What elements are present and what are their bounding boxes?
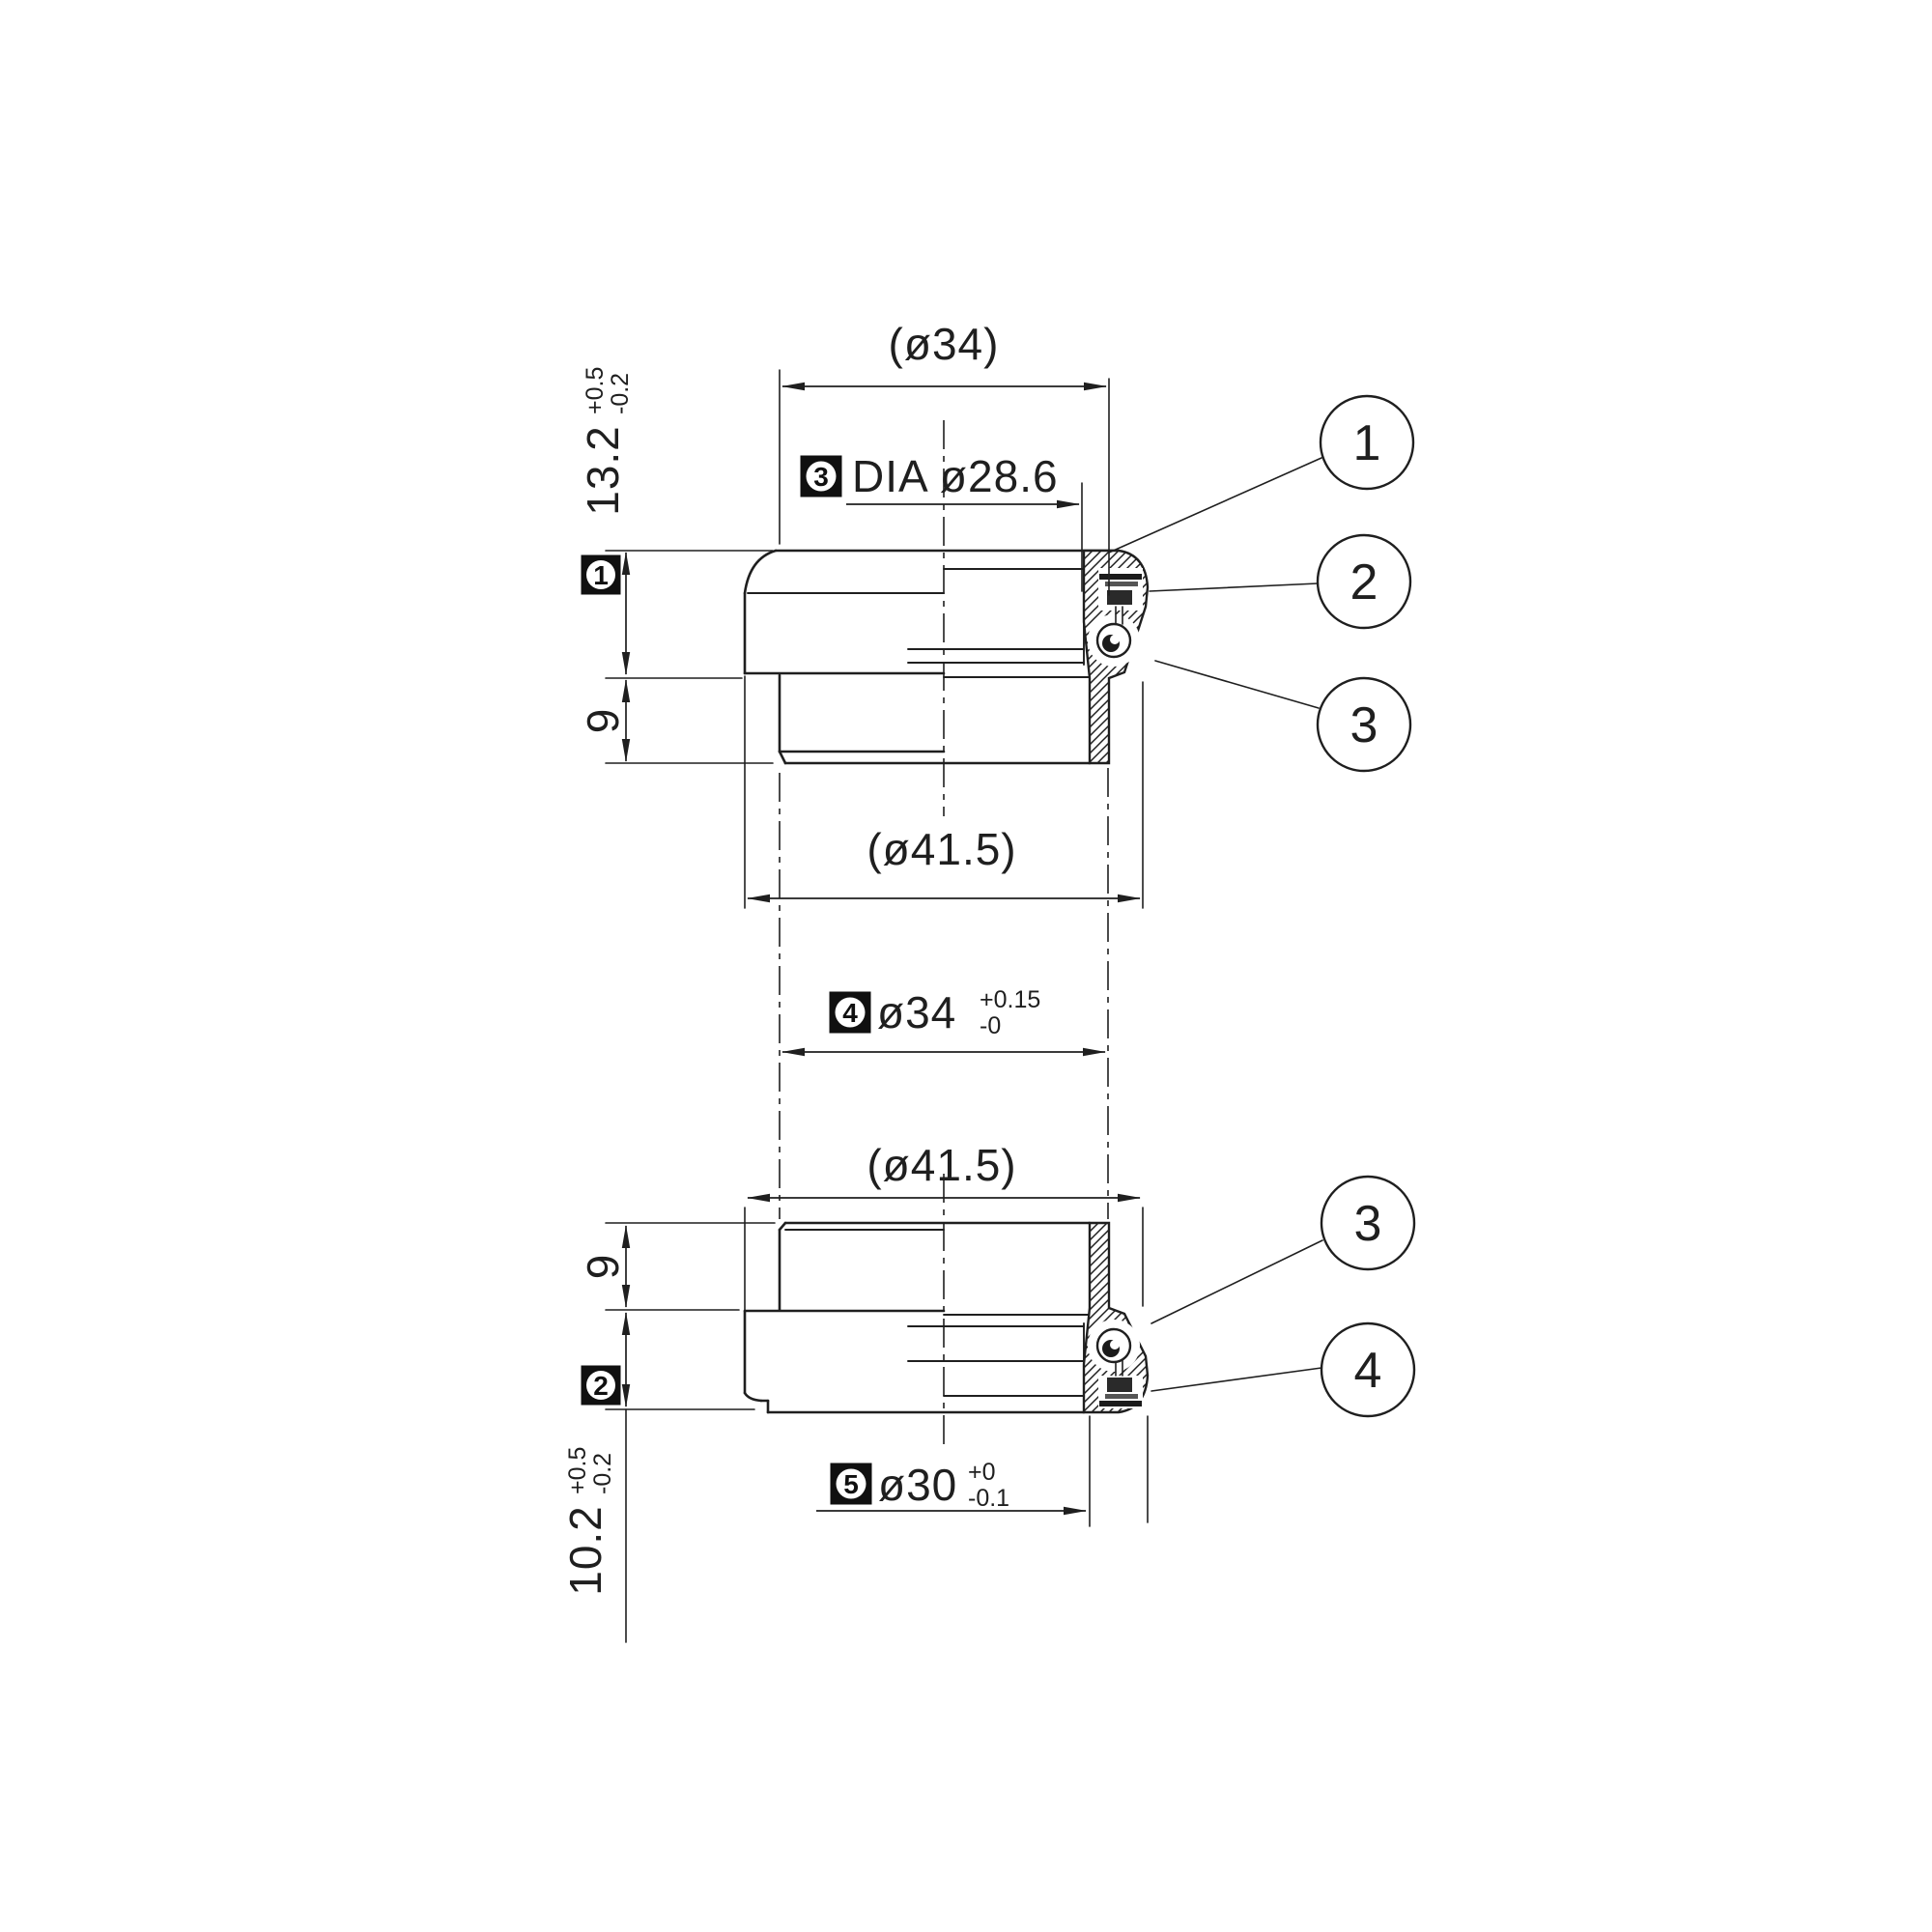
dim-upper-skirt-9: 9 (578, 679, 774, 764)
note-ref-4: 4 (842, 998, 858, 1028)
note-bore-dia286: 3 DIA ø28.6 (800, 451, 1083, 592)
upper-bearing-ball (1095, 622, 1132, 659)
dim-lower-skirt-9: 9 (578, 1222, 776, 1311)
callout-balloon-4: 4 (1320, 1321, 1416, 1418)
dim-bore30-tol-plus: +0 (968, 1459, 996, 1486)
dim-10-2-tol-minus: -0.2 (589, 1453, 616, 1494)
datum-ref-2: 2 (593, 1371, 609, 1401)
datum-ref-1: 1 (593, 560, 609, 590)
upper-bore-window (907, 568, 1085, 666)
dim-upper-od-415: (ø41.5) (744, 675, 1144, 909)
upper-cup-cross-section (1082, 549, 1150, 765)
dim-9-lower-value: 9 (578, 1254, 628, 1280)
dim-lower-bore-30: 5 ø30 +0 -0.1 (816, 1415, 1149, 1527)
lower-seal-ring (1099, 1401, 1142, 1406)
dim-lower-od-415: (ø41.5) (744, 1140, 1144, 1311)
dim-bore34-value: ø34 (877, 987, 956, 1037)
note-bore-text: DIA ø28.6 (852, 451, 1059, 501)
dim-od-lower-label: (ø41.5) (867, 1140, 1016, 1190)
upper-seal-lip (1105, 582, 1138, 586)
callout-balloon-1: 1 (1319, 394, 1415, 491)
upper-cup-outline (743, 549, 1121, 765)
callout-4-label: 4 (1354, 1343, 1382, 1399)
callout-2-label: 2 (1350, 554, 1378, 611)
callout-3-lower-label: 3 (1354, 1196, 1382, 1252)
upper-seal-ring (1099, 574, 1142, 580)
lower-cup-outline (743, 1221, 1092, 1414)
callout-1-label: 1 (1353, 415, 1381, 471)
dim-bore34-tol-minus: -0 (980, 1012, 1001, 1039)
lower-bearing-ball (1095, 1327, 1132, 1364)
callout-balloon-3: 3 (1316, 676, 1412, 773)
dim-10-2-tol-plus: +0.5 (564, 1447, 591, 1494)
upper-compression-ring (1107, 590, 1132, 605)
lower-cup-view (743, 1174, 1150, 1449)
lower-compression-ring (1107, 1378, 1132, 1392)
dim-upper-height-132: 13.2 +0.5 -0.2 1 (578, 367, 774, 679)
dim-lower-height-102: 2 10.2 +0.5 -0.2 (560, 1312, 755, 1643)
dim-13-2-tol-plus: +0.5 (582, 367, 609, 414)
callouts-upper: 1 2 3 (1108, 394, 1415, 773)
press-diameter-centerlines (779, 768, 1109, 1219)
dim-bore30-tol-minus: -0.1 (968, 1485, 1009, 1512)
lower-bore-window (907, 1322, 1085, 1397)
dim-bore34-tol-plus: +0.15 (980, 986, 1040, 1013)
lower-cup-cross-section (1082, 1221, 1150, 1414)
callout-balloon-2: 2 (1316, 533, 1412, 630)
dim-13-2-tol-minus: -0.2 (607, 373, 634, 414)
note-ref-5: 5 (843, 1469, 859, 1499)
dim-10-2-value: 10.2 (560, 1505, 611, 1596)
dim-head-bore-34: 4 ø34 +0.15 -0 (781, 986, 1106, 1057)
dim-top-outer-diameter: (ø34) (779, 319, 1110, 596)
lower-seal-lip (1105, 1394, 1138, 1399)
callouts-lower: 3 4 (1151, 1175, 1416, 1418)
dim-13-2-value: 13.2 (578, 425, 628, 516)
callout-balloon-3-lower: 3 (1320, 1175, 1416, 1271)
dim-9-upper-value: 9 (578, 708, 628, 734)
dim-bore30-value: ø30 (878, 1460, 957, 1510)
dim-top-outer-diameter-label: (ø34) (889, 319, 1000, 369)
dim-od-upper-label: (ø41.5) (867, 824, 1016, 874)
callout-3-label: 3 (1350, 697, 1378, 753)
upper-cup-view (743, 420, 1150, 816)
note-ref-3: 3 (813, 462, 829, 492)
